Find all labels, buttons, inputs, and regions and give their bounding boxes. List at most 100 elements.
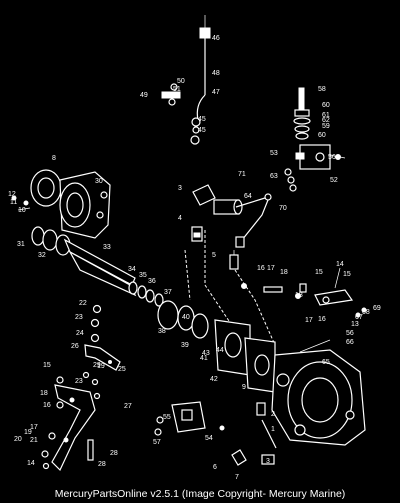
callout-label: 35 <box>139 272 147 279</box>
callout-label: 1 <box>271 426 275 433</box>
callout-label: 70 <box>279 205 287 212</box>
callout-label: 45 <box>198 127 206 134</box>
sender-part <box>229 250 239 270</box>
callout-label: 59 <box>322 123 330 130</box>
callout-label: 58 <box>318 86 326 93</box>
fitting-part <box>191 226 203 242</box>
seals-part <box>31 226 71 256</box>
left-fasteners-part <box>90 304 102 343</box>
callout-label: 56 <box>328 154 336 161</box>
callout-label: 50 <box>177 78 185 85</box>
pin-part <box>87 439 94 461</box>
shift-link-part <box>51 384 96 472</box>
tube-part <box>235 199 269 248</box>
callout-label: 17 <box>267 265 275 272</box>
callout-label: 16 <box>318 316 326 323</box>
callout-label: 43 <box>202 350 210 357</box>
callout-label: 68 <box>362 309 370 316</box>
callout-label: 13 <box>351 321 359 328</box>
callout-label: 41 <box>200 355 208 362</box>
callout-label: 49 <box>140 92 148 99</box>
callout-label: 32 <box>38 252 46 259</box>
callout-label: 10 <box>18 207 26 214</box>
elbow-fitting-part <box>192 184 272 215</box>
callout-label: 15 <box>343 271 351 278</box>
callout-label: 20 <box>14 436 22 443</box>
mid-bolts-part <box>241 283 307 299</box>
callout-label: 26 <box>71 343 79 350</box>
shift-cable-part <box>190 15 211 145</box>
callout-label: 39 <box>181 342 189 349</box>
callout-label: 61 <box>322 112 330 119</box>
callout-label: 54 <box>205 435 213 442</box>
callout-label: 60 <box>318 132 326 139</box>
callout-label: 67 <box>355 314 363 321</box>
callout-label: 16 <box>257 265 265 272</box>
callout-label: 3 <box>178 185 182 192</box>
callout-label: 47 <box>212 89 220 96</box>
callout-label: 24 <box>76 330 84 337</box>
callout-label: 5 <box>212 252 216 259</box>
callout-label: 6 <box>213 464 217 471</box>
callout-label: 30 <box>95 178 103 185</box>
shift-lever-part <box>314 267 367 318</box>
callout-label: 29 <box>93 362 101 369</box>
callout-label: 18 <box>280 269 288 276</box>
callout-label: 60 <box>322 102 330 109</box>
callout-label: 63 <box>270 173 278 180</box>
callout-label: 52 <box>330 177 338 184</box>
bearing-part <box>157 300 209 339</box>
callout-labels: 1233456789101112131414151515161616171717… <box>8 35 381 481</box>
gearcase-housing-part <box>271 339 366 446</box>
callout-label: 23 <box>75 314 83 321</box>
callout-label: 9 <box>242 384 246 391</box>
callout-label: 17 <box>30 424 38 431</box>
callout-label: 55 <box>163 414 171 421</box>
bolt-stack-part <box>293 87 311 140</box>
callout-label: 53 <box>270 150 278 157</box>
cam-block-part <box>154 401 206 436</box>
callout-label: 65 <box>322 359 330 366</box>
callout-label: 46 <box>212 35 220 42</box>
nut-stack-part <box>284 168 297 192</box>
callout-label: 12 <box>8 191 16 198</box>
small-screws-part <box>11 195 31 211</box>
callout-label: 45 <box>198 116 206 123</box>
callout-label: 69 <box>373 305 381 312</box>
left-small-parts <box>41 371 101 470</box>
bracket-part <box>161 83 181 106</box>
bearing-housing-part <box>59 171 111 239</box>
bottom-small-parts <box>219 402 277 466</box>
cover-plate-part <box>214 319 276 393</box>
link-bracket-part <box>84 344 121 371</box>
callout-label: 25 <box>118 366 126 373</box>
callout-label: 2 <box>271 411 275 418</box>
callout-label: 19 <box>24 429 32 436</box>
callout-label: 44 <box>216 347 224 354</box>
callout-label: 42 <box>210 376 218 383</box>
washers-part <box>128 281 164 307</box>
callout-label: 17 <box>305 317 313 324</box>
callout-label: 56 <box>346 330 354 337</box>
callout-label: 15 <box>315 269 323 276</box>
callout-label: 3 <box>266 458 270 465</box>
callout-label: 64 <box>244 193 252 200</box>
callout-label: 57 <box>153 439 161 446</box>
callout-label: 7 <box>235 474 239 481</box>
drive-shaft-part <box>63 238 137 297</box>
callout-label: 40 <box>182 314 190 321</box>
mount-block-part <box>295 144 346 170</box>
callout-label: 28 <box>98 461 106 468</box>
callout-label: 48 <box>212 70 220 77</box>
callout-label: 21 <box>30 437 38 444</box>
callout-label: 34 <box>128 266 136 273</box>
diagram-parts <box>11 15 367 472</box>
callout-label: 33 <box>103 244 111 251</box>
callout-label: 8 <box>52 155 56 162</box>
callout-label: 4 <box>178 215 182 222</box>
callout-label: 27 <box>124 403 132 410</box>
callout-label: 18 <box>40 390 48 397</box>
callout-label: 37 <box>164 289 172 296</box>
callout-label: 28 <box>110 450 118 457</box>
